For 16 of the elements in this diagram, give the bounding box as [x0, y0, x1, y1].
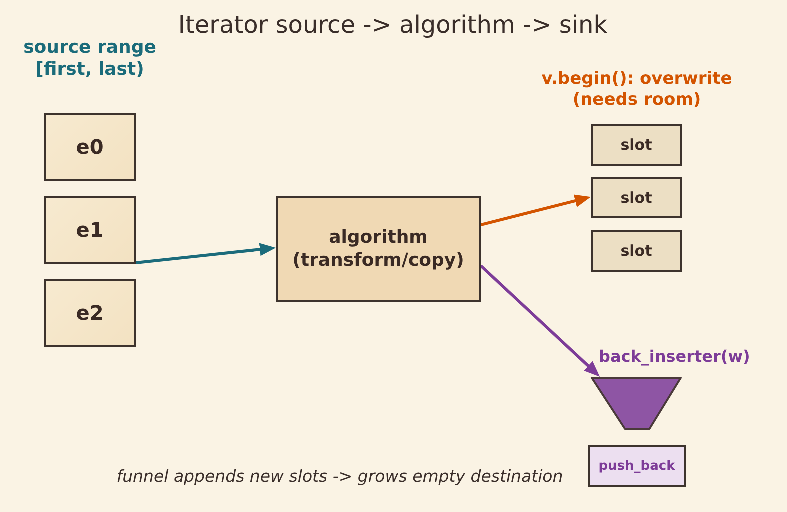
- funnel-label: back_inserter(w): [599, 347, 750, 367]
- method-box: push_back: [588, 445, 686, 487]
- arrow: [136, 243, 276, 264]
- mode-label: v.begin(): overwrite (needs room): [540, 69, 734, 111]
- process-box: algorithm (transform/copy): [276, 196, 481, 302]
- slot-box: slot: [591, 124, 682, 166]
- element-box: e0: [44, 113, 136, 181]
- element-box: e2: [44, 279, 136, 347]
- range-label: source range [first, last): [22, 37, 158, 81]
- diagram-title: Iterator source -> algorithm -> sink: [178, 10, 608, 41]
- diagram-caption: funnel appends new slots -> grows empty destination: [116, 466, 564, 488]
- slot-box: slot: [591, 177, 682, 218]
- arrow: [480, 264, 600, 377]
- slot-box: slot: [591, 230, 682, 272]
- element-box: e1: [44, 196, 136, 264]
- arrow: [480, 194, 591, 226]
